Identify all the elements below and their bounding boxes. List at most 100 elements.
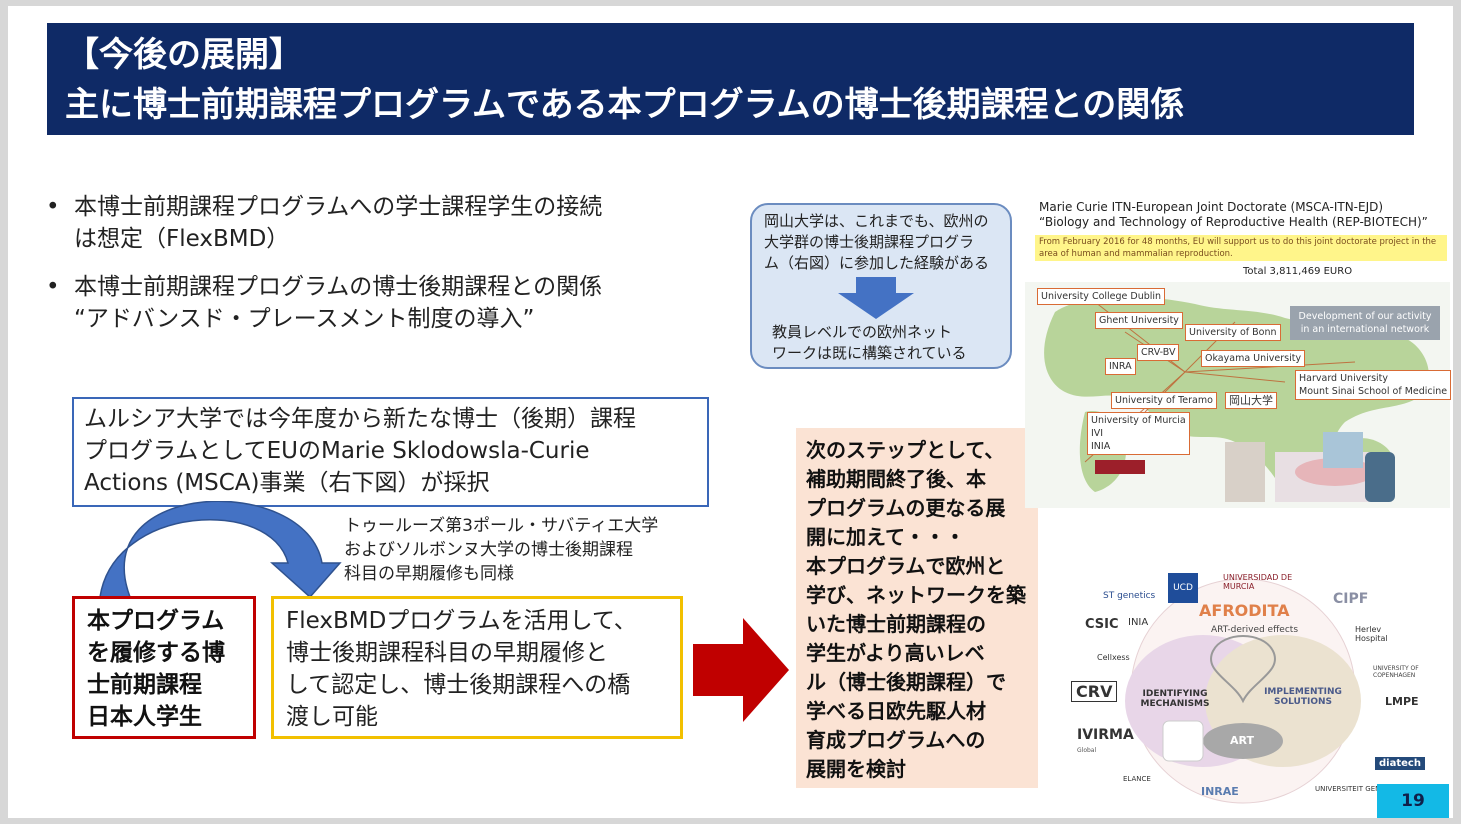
partner-label-line: INIA	[1091, 441, 1111, 452]
bullet-text: “アドバンスド・プレースメント制度の導入”	[74, 306, 535, 332]
network-text: 教員レベルでの欧州ネット	[772, 323, 953, 341]
map-title-line: “Biology and Technology of Reproductive …	[1039, 215, 1428, 229]
bullet-item: • 本博士前期課程プログラムの博士後期課程との関係 “アドバンスド・プレースメン…	[46, 271, 706, 335]
next-step-text: 学び、ネットワークを築	[806, 583, 1026, 607]
partner-logo: ST genetics	[1103, 591, 1156, 601]
development-text: in an international network	[1300, 324, 1430, 335]
partner-logo: Herlev Hospital	[1355, 625, 1388, 643]
experience-text: ム（右図）に参加した経験がある	[764, 254, 990, 272]
title-bar: 【今後の展開】 主に博士前期課程プログラムである本プログラムの博士後期課程との関…	[47, 23, 1414, 135]
partner-label: University College Dublin	[1037, 288, 1166, 305]
page-number: 19	[1377, 784, 1449, 818]
next-step-text: 学生がより高いレベ	[806, 641, 985, 665]
partner-logo: CSIC	[1085, 617, 1119, 632]
partner-logo: UNIVERSITY OF COPENHAGEN	[1373, 665, 1419, 679]
development-banner: Development of our activity in an intern…	[1290, 306, 1440, 340]
funding-total: Total 3,811,469 EURO	[1243, 266, 1353, 277]
murcia-text: Actions (MSCA)事業（右下図）が採択	[84, 470, 490, 496]
flexbmd-text: 博士後期課程科目の早期履修と	[286, 640, 608, 666]
bullet-item: • 本博士前期課程プログラムへの学士課程学生の接続 は想定（FlexBMD）	[46, 191, 706, 255]
murcia-text: プログラムとしてEUのMarie Sklodowsla-Curie	[84, 438, 590, 464]
right-arrow-icon	[693, 618, 789, 722]
partner-label: University of Teramo	[1111, 392, 1217, 409]
next-step-text: 本プログラムで欧州と	[806, 554, 1006, 578]
partner-logo: LMPE	[1385, 695, 1419, 708]
partner-logo: INRAE	[1201, 785, 1239, 798]
student-text: 士前期課程	[87, 672, 202, 698]
afrodita-figure: AFRODITA ART-derived effects IDENTIFYING…	[1063, 561, 1425, 806]
next-step-text: 補助期間終了後、本	[806, 467, 986, 491]
next-step-text: 学べる日欧先駆人材	[806, 699, 986, 723]
afrodita-right-label: IMPLEMENTING SOLUTIONS	[1264, 687, 1342, 707]
title-line-1: 【今後の展開】	[65, 35, 303, 75]
experience-text: 大学群の博士後期課程プログラ	[764, 233, 975, 251]
bullet-dot-icon: •	[46, 274, 60, 300]
next-step-text: 次のステップとして、	[806, 438, 1005, 462]
afrodita-graphic	[1125, 578, 1361, 804]
flexbmd-text: して認定し、博士後期課程への橋	[286, 672, 631, 698]
next-step-text: 育成プログラムへの	[806, 728, 986, 752]
map-title-line: Marie Curie ITN-European Joint Doctorate…	[1039, 200, 1384, 214]
toulouse-note: トゥールーズ第3ポール・サバティエ大学 およびソルボンヌ大学の博士後期課程 科目…	[344, 514, 658, 586]
partner-logo: CIPF	[1333, 591, 1369, 607]
partner-label-murcia: University of Murcia IVI INIA	[1087, 412, 1190, 455]
okayama-experience-box: 岡山大学は、これまでも、欧州の 大学群の博士後期課程プログラ ム（右図）に参加し…	[750, 203, 1012, 369]
flexbmd-text: 渡し可能	[286, 704, 378, 730]
afrodita-center-label: ART	[1230, 734, 1254, 747]
partner-label: 岡山大学	[1225, 392, 1277, 409]
note-text: トゥールーズ第3ポール・サバティエ大学	[344, 516, 659, 536]
next-step-text: 展開を検討	[806, 757, 906, 781]
map-title: Marie Curie ITN-European Joint Doctorate…	[1039, 200, 1428, 230]
next-step-box: 次のステップとして、 補助期間終了後、本 プログラムの更なる展 開に加えて・・・…	[796, 428, 1038, 788]
partner-label: Okayama University	[1201, 350, 1306, 367]
partner-logo: CRV	[1071, 681, 1118, 702]
japanese-student-box: 本プログラム を履修する博 士前期課程 日本人学生	[72, 596, 256, 739]
partner-label: CRV-BV	[1137, 344, 1180, 361]
experience-text: 岡山大学は、これまでも、欧州の	[764, 212, 989, 230]
partner-label: Ghent University	[1095, 312, 1183, 329]
partner-label-harvard: Harvard University Mount Sinai School of…	[1295, 370, 1452, 400]
partner-logo: ELANCE	[1123, 775, 1151, 783]
bullet-text: 本博士前期課程プログラムの博士後期課程との関係	[74, 274, 603, 300]
bullet-dot-icon: •	[46, 194, 60, 220]
afrodita-left-label: IDENTIFYING MECHANISMS	[1140, 689, 1210, 709]
flexbmd-text: FlexBMDプログラムを活用して、	[286, 608, 637, 634]
next-step-text: いた博士前期課程の	[806, 612, 986, 636]
flexbmd-box: FlexBMDプログラムを活用して、 博士後期課程科目の早期履修と して認定し、…	[271, 596, 683, 739]
next-step-text: プログラムの更なる展	[806, 496, 1006, 520]
next-step-text: ル（博士後期課程）で	[806, 670, 1006, 694]
note-text: およびソルボンヌ大学の博士後期課程	[344, 540, 633, 560]
afrodita-logo: AFRODITA	[1199, 601, 1290, 620]
world-map: University College Dublin Ghent Universi…	[1025, 282, 1452, 508]
next-step-text: 開に加えて・・・	[806, 525, 965, 549]
student-text: 日本人学生	[87, 704, 202, 730]
partner-logo: UNIVERSIDAD DE MURCIA	[1223, 573, 1293, 591]
partner-logo: UCD	[1168, 573, 1198, 603]
partner-logo: Cellxess	[1097, 653, 1130, 662]
student-text: 本プログラム	[87, 608, 225, 634]
down-arrow-icon	[838, 277, 914, 319]
partner-label-line: University of Murcia	[1091, 415, 1186, 426]
partner-logo: Global	[1077, 747, 1097, 754]
msca-network-figure: Marie Curie ITN-European Joint Doctorate…	[1025, 186, 1452, 511]
partner-label: INRA	[1105, 358, 1136, 375]
partner-label-line: IVI	[1091, 428, 1104, 439]
partner-label-line: Harvard University	[1299, 373, 1389, 384]
partner-logo: UNIVERSITEIT GENT	[1315, 785, 1385, 793]
title-line-2: 主に博士前期課程プログラムである本プログラムの博士後期課程との関係	[65, 85, 1185, 125]
afrodita-subtitle: ART-derived effects	[1211, 625, 1299, 635]
murcia-info-box: ムルシア大学では今年度から新たな博士（後期）課程 プログラムとしてEUのMari…	[72, 397, 709, 507]
curved-arrow-icon	[99, 501, 342, 599]
partner-logo: diatech	[1375, 757, 1425, 770]
development-text: Development of our activity	[1298, 311, 1432, 322]
murcia-text: ムルシア大学では今年度から新たな博士（後期）課程	[84, 406, 636, 432]
network-text: ワークは既に構築されている	[772, 344, 967, 362]
partner-label: University of Bonn	[1185, 324, 1281, 341]
partner-label-line: Mount Sinai School of Medicine	[1299, 386, 1448, 397]
bullet-list: • 本博士前期課程プログラムへの学士課程学生の接続 は想定（FlexBMD） •…	[46, 191, 706, 351]
partner-logo: IVIRMA	[1077, 727, 1134, 743]
bullet-text: 本博士前期課程プログラムへの学士課程学生の接続	[74, 194, 603, 220]
funding-note: From February 2016 for 48 months, EU wil…	[1035, 235, 1447, 261]
funding-text: area of human and mammalian reproduction…	[1039, 249, 1233, 259]
funding-text: From February 2016 for 48 months, EU wil…	[1039, 237, 1437, 247]
